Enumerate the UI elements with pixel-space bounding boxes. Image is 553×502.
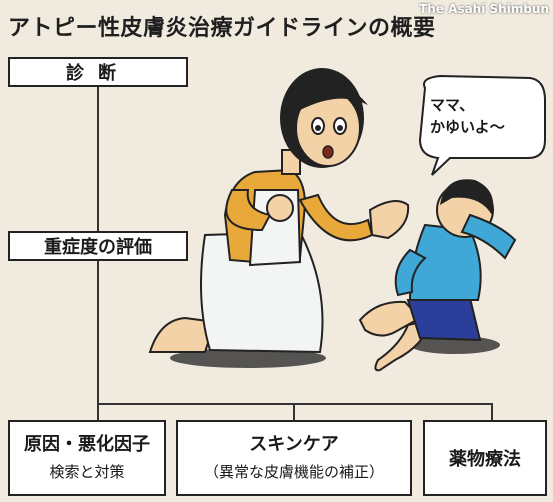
- flow-connector-drop-cause: [97, 403, 99, 420]
- skin-care-title: スキンケア: [249, 434, 339, 455]
- speech-bubble-text: ママ、 かゆいよ～: [430, 96, 505, 136]
- mother-arm-right: [298, 193, 374, 242]
- mother-arm-left: [225, 189, 272, 232]
- mother-hand-left: [266, 194, 294, 222]
- credit-label: The Asahi Shimbun: [419, 2, 549, 16]
- severity-assessment-box: 重症度の評価: [8, 231, 188, 261]
- skin-care-box: スキンケア （異常な皮膚機能の補正）: [176, 420, 412, 496]
- child-arm-rubbing: [460, 213, 517, 260]
- flow-connector-vertical: [97, 87, 99, 231]
- cause-factors-subtitle: 検索と対策: [49, 463, 125, 481]
- skin-care-subtitle: （異常な皮膚機能の補正）: [203, 463, 384, 481]
- child-hair: [440, 179, 494, 215]
- mother-bangs: [296, 79, 368, 110]
- flow-connector-drop-drug: [491, 403, 493, 420]
- child-shirt: [408, 223, 482, 301]
- flow-connector-vertical-lower: [97, 261, 99, 404]
- cause-factors-title: 原因・悪化因子: [24, 434, 150, 455]
- mother-hand-right: [368, 200, 410, 240]
- page-title: アトピー性皮膚炎治療ガイドラインの概要: [8, 16, 436, 41]
- child-shorts: [406, 296, 482, 342]
- diagnosis-box: 診断: [8, 57, 188, 87]
- drug-therapy-box: 薬物療法: [423, 420, 547, 496]
- mother-floor-shadow: [170, 348, 326, 368]
- flow-connector-horizontal: [97, 403, 493, 405]
- child-leg-right: [374, 318, 432, 372]
- speech-bubble-icon: [418, 74, 546, 176]
- child-arm: [394, 248, 427, 297]
- flow-connector-drop-skin: [293, 403, 295, 420]
- cause-factors-box: 原因・悪化因子 検索と対策: [8, 420, 166, 496]
